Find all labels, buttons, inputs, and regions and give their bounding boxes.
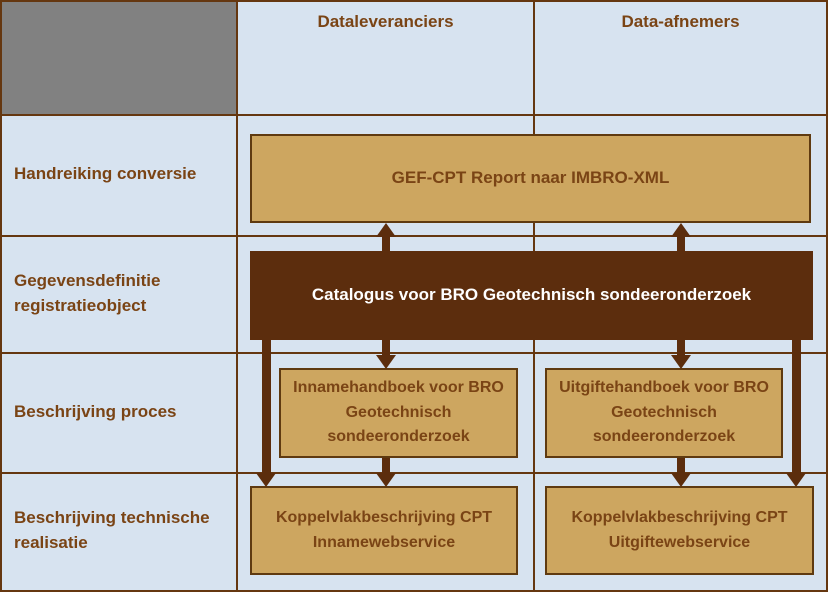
box-gef-cpt-report-naar-imbro-xml: GEF-CPT Report naar IMBRO-XML [250,134,811,223]
arrow-shaft [261,340,271,473]
row-label-beschrijving-proces: Beschrijving proces [14,401,177,421]
arrow-head [671,223,691,237]
arrow-up-catalogus-to-gefcpt-left-icon [376,223,396,252]
box-catalogus-bro-geotechnisch-sondeeronderzoek: Catalogus voor BRO Geotechnisch sondeero… [250,251,813,340]
arrow-down-uitgiftehandboek-to-koppelvlak-icon [671,458,691,487]
arrow-down-catalogus-to-innamehandboek-icon [376,340,396,369]
arrow-head [376,473,396,487]
arrow-shaft [791,340,801,473]
grid-row-divider-3 [2,352,826,354]
arrow-up-catalogus-to-gefcpt-right-icon [671,223,691,252]
arrow-head [376,355,396,369]
grid-row-divider-4 [2,472,826,474]
row-label-beschrijving-technische-realisatie: Beschrijving technische realisatie [14,508,210,552]
box-koppelvlakbeschrijving-cpt-innamewebservice: Koppelvlakbeschrijving CPT Innamewebserv… [250,486,518,575]
arrow-down-innamehandboek-to-koppelvlak-icon [376,458,396,487]
grid-row-divider-2 [2,235,826,237]
box-uitgiftehandboek: Uitgiftehandboek voor BRO Geotechnisch s… [545,368,783,458]
arrow-down-catalogus-to-koppelvlak-uitgifte-icon [786,340,806,487]
arrow-down-catalogus-to-koppelvlak-inname-icon [256,340,276,487]
arrow-head [376,223,396,237]
arrow-head [256,473,276,487]
arrow-shaft [382,458,390,473]
column-header-dataleveranciers: Dataleveranciers [317,12,454,31]
arrow-down-catalogus-to-uitgiftehandboek-icon [671,340,691,369]
arrow-head [671,473,691,487]
header-corner-cell [2,2,236,114]
arrow-shaft [382,237,390,252]
box-koppelvlakbeschrijving-cpt-uitgiftewebservice: Koppelvlakbeschrijving CPT Uitgiftewebse… [545,486,814,575]
arrow-shaft [677,340,685,355]
arrow-shaft [677,458,685,473]
row-label-handreiking-conversie: Handreiking conversie [14,164,197,184]
arrow-head [671,355,691,369]
grid-row-divider-1 [2,114,826,116]
arrow-shaft [382,340,390,355]
column-header-data-afnemers: Data-afnemers [621,12,740,31]
box-innamehandboek: Innamehandboek voor BRO Geotechnisch son… [279,368,518,458]
grid-column-divider-left [236,2,238,590]
arrow-head [786,473,806,487]
arrow-shaft [677,237,685,252]
row-label-gegevensdefinitie-registratieobject: Gegevensdefinitie registratieobject [14,270,161,315]
